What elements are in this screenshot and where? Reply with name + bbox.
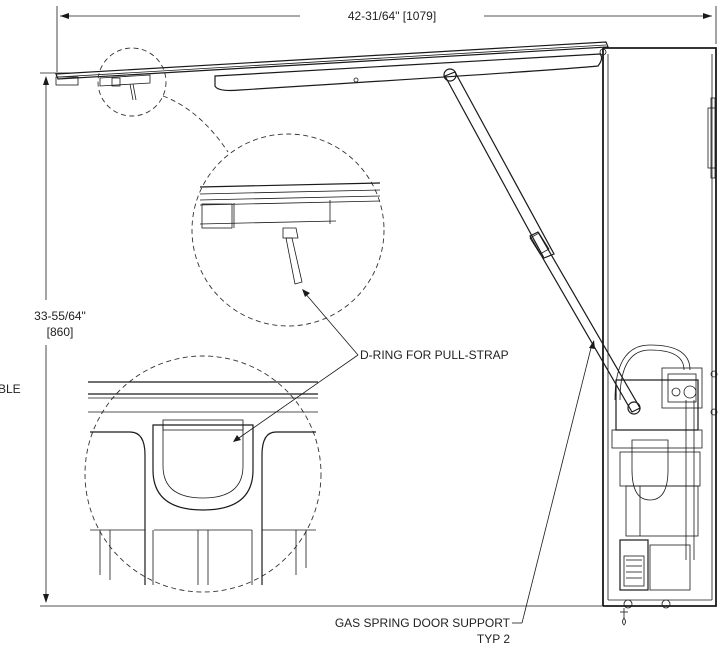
height-dimension-metric: [860] — [47, 325, 74, 339]
arrow-down-icon — [43, 594, 49, 603]
height-dimension-label: 33-55/64" — [34, 309, 86, 323]
leader-arrow-gas-spring-icon — [589, 340, 595, 349]
detail-callouts — [84, 47, 385, 593]
open-lid — [55, 41, 609, 101]
leader-lines — [233, 289, 595, 624]
cabinet-body — [602, 47, 718, 607]
detail-view-lower — [88, 381, 318, 585]
gas-spring-callout: GAS SPRING DOOR SUPPORT — [335, 616, 511, 630]
arrow-up-icon — [43, 76, 49, 85]
leader-arrow-lower-icon — [233, 435, 241, 442]
width-dimension: 42-31/64" [1079] — [56, 6, 717, 72]
d-ring-callout: D-RING FOR PULL-STRAP — [360, 348, 509, 362]
height-dimension: 33-55/64" [860] — [34, 72, 610, 607]
gas-spring-callout-typ: TYP 2 — [477, 632, 510, 646]
arrow-right-icon — [703, 13, 712, 19]
detail-view-upper — [199, 182, 381, 285]
internal-equipment — [611, 344, 703, 626]
gas-spring — [443, 68, 641, 415]
leader-arrow-upper-icon — [302, 289, 310, 297]
width-dimension-label: 42-31/64" [1079] — [348, 9, 436, 23]
arrow-left-icon — [60, 13, 69, 19]
cut-off-label: BLE — [0, 382, 21, 396]
